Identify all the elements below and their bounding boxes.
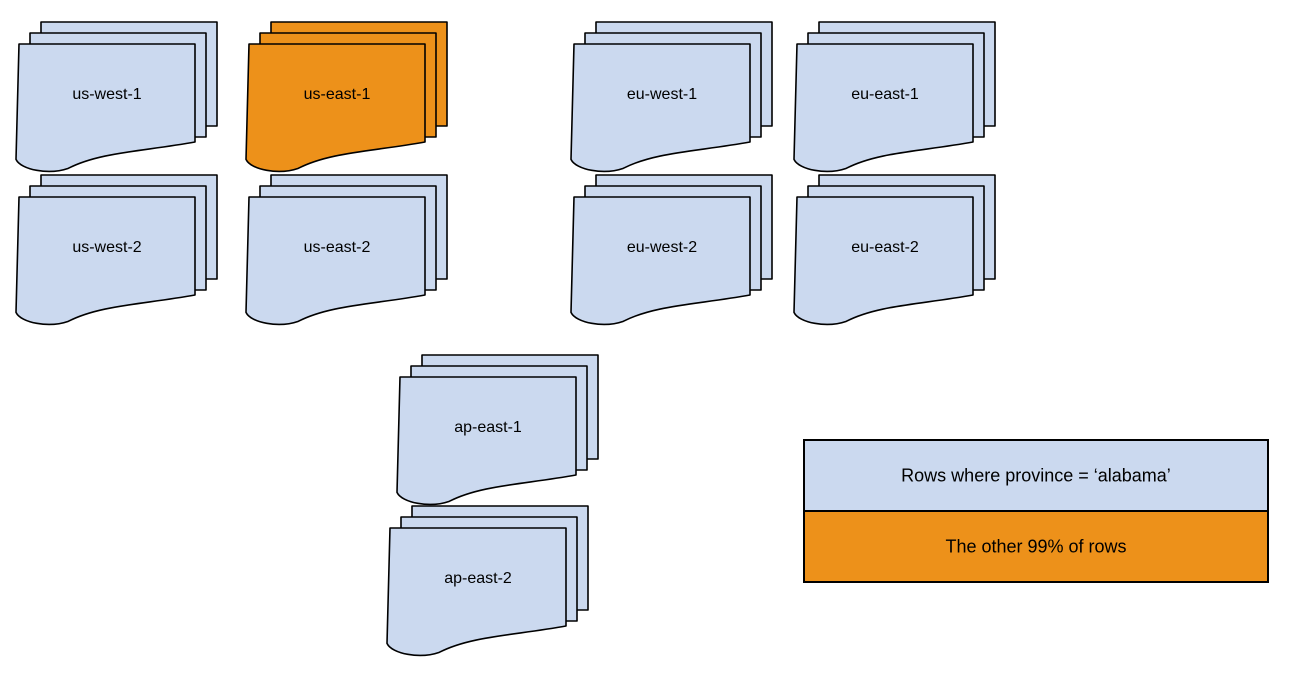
stack-label-eu-east-2: eu-east-2: [851, 239, 919, 256]
stack-label-us-east-1: us-east-1: [304, 86, 371, 103]
stack-label-eu-west-1: eu-west-1: [627, 86, 697, 103]
document-stack-eu-east-2[interactable]: eu-east-2: [793, 174, 996, 326]
stack-label-ap-east-1: ap-east-1: [454, 419, 522, 436]
document-stack-eu-west-1[interactable]: eu-west-1: [570, 21, 773, 173]
stack-label-eu-west-2: eu-west-2: [627, 239, 697, 256]
document-stack-ap-east-1[interactable]: ap-east-1: [396, 354, 599, 506]
document-stacks-group: us-west-1 us-east-1 eu-west-1 eu-east-1 us-w…: [15, 21, 996, 657]
stack-label-us-east-2: us-east-2: [304, 239, 371, 256]
stack-front-document[interactable]: [15, 43, 196, 173]
stack-front-document[interactable]: [793, 196, 974, 326]
legend-label-legend-rows-alabama: Rows where province = ‘alabama’: [901, 465, 1171, 485]
stack-label-us-west-2: us-west-2: [72, 239, 141, 256]
stack-front-document[interactable]: [386, 527, 567, 657]
legend-label-legend-other-rows: The other 99% of rows: [945, 536, 1126, 556]
stack-front-document[interactable]: [15, 196, 196, 326]
stack-front-document[interactable]: [245, 43, 426, 173]
stack-front-document[interactable]: [570, 196, 751, 326]
document-stack-us-west-1[interactable]: us-west-1: [15, 21, 218, 173]
document-stack-eu-east-1[interactable]: eu-east-1: [793, 21, 996, 173]
stack-label-eu-east-1: eu-east-1: [851, 86, 919, 103]
legend-swatch-legend-other-rows: [803, 510, 1269, 583]
document-stack-us-east-2[interactable]: us-east-2: [245, 174, 448, 326]
stack-front-document[interactable]: [793, 43, 974, 173]
document-stack-us-east-1[interactable]: us-east-1: [245, 21, 448, 173]
stack-label-us-west-1: us-west-1: [72, 86, 141, 103]
stack-label-ap-east-2: ap-east-2: [444, 570, 512, 587]
stack-front-document[interactable]: [396, 376, 577, 506]
document-stack-eu-west-2[interactable]: eu-west-2: [570, 174, 773, 326]
document-stack-ap-east-2[interactable]: ap-east-2: [386, 505, 589, 657]
legend-swatch-legend-rows-alabama: [803, 439, 1269, 512]
document-stack-us-west-2[interactable]: us-west-2: [15, 174, 218, 326]
stack-front-document[interactable]: [570, 43, 751, 173]
legend-group: Rows where province = ‘alabama’ The other…: [803, 439, 1269, 583]
stack-front-document[interactable]: [245, 196, 426, 326]
